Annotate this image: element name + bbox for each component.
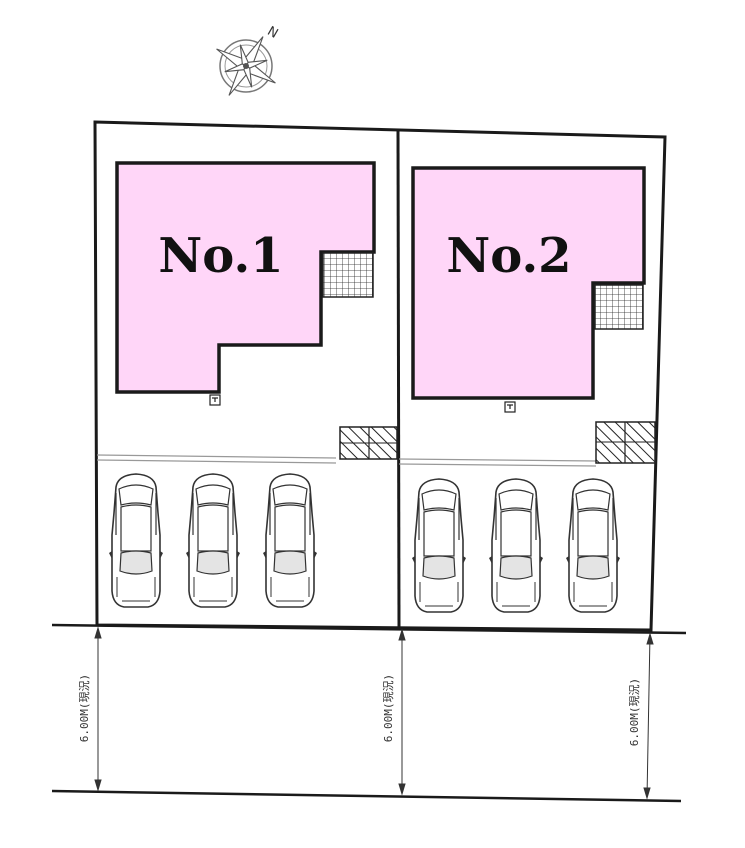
lot-label-no2: No.2 (446, 228, 571, 284)
lot-divider (396, 129, 401, 629)
lot-label-no1: No.1 (158, 228, 283, 284)
car-icon (108, 473, 164, 608)
car-icon (488, 478, 544, 613)
car-icon (565, 478, 621, 613)
driveway-line-2 (398, 458, 597, 467)
deck-no1 (322, 252, 374, 298)
road-width-label-2: 6.00M(現況) (381, 674, 395, 742)
road-width-label-3: 6.00M(現況) (627, 678, 641, 746)
car-icon (411, 478, 467, 613)
dimension-line-2 (398, 628, 406, 796)
house-no2 (411, 166, 646, 400)
road-width-label-1: 6.00M(現況) (77, 674, 91, 742)
dimension-line-3 (643, 632, 654, 800)
dimension-line-1 (94, 626, 102, 792)
road-edge-bottom (51, 789, 682, 803)
compass-rose-icon (216, 36, 276, 96)
car-icon (185, 473, 241, 608)
deck-no2 (594, 284, 644, 330)
driveway-line-1 (96, 454, 337, 464)
car-icon (262, 473, 318, 608)
meter-no1-icon (209, 394, 221, 406)
north-label: N (265, 24, 281, 42)
house-no1 (115, 161, 376, 394)
meter-no2-icon (504, 401, 516, 413)
road-edge-top (51, 623, 687, 635)
